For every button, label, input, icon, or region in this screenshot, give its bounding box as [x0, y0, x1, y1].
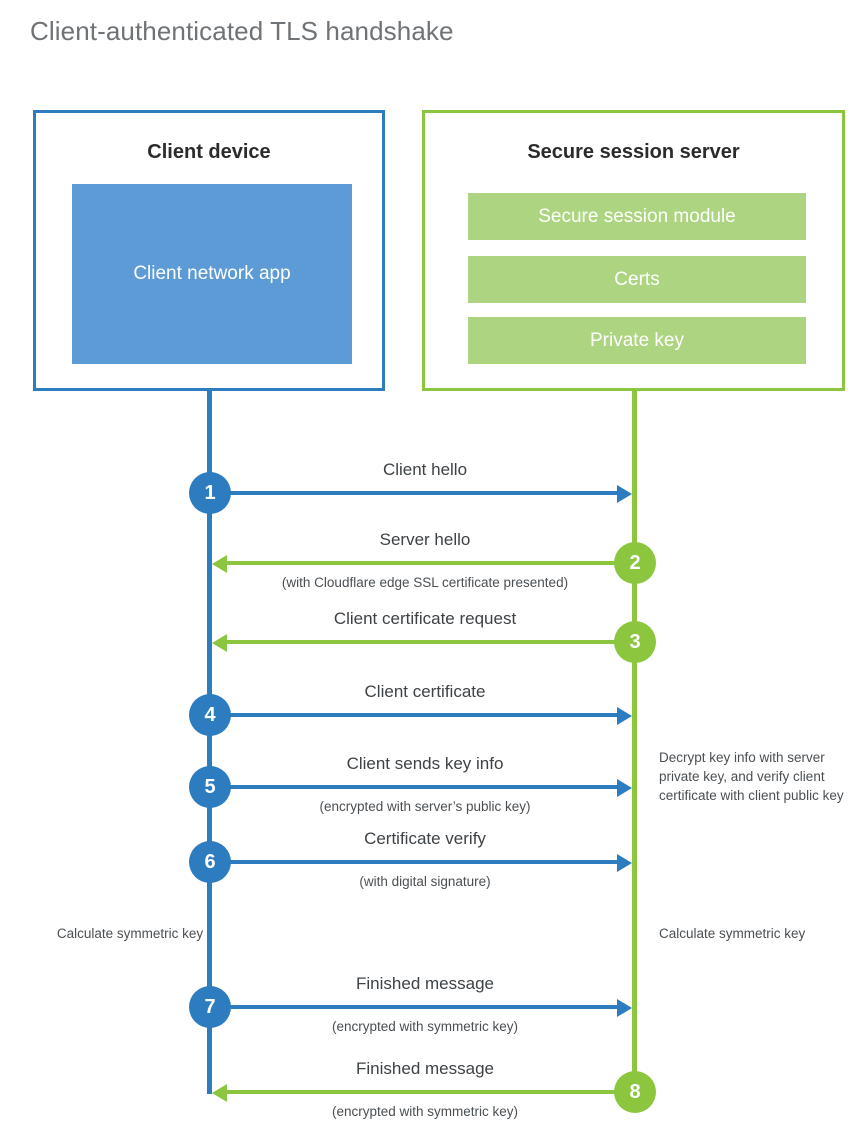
arrow-head-3 — [212, 634, 227, 652]
arrow-head-1 — [617, 485, 632, 503]
step-badge-4[interactable]: 4 — [189, 694, 231, 736]
secure-session-server-box: Secure session server Secure session mod… — [422, 110, 845, 391]
arrow-head-7 — [617, 999, 632, 1017]
message-sublabel-6: (with digital signature) — [359, 874, 491, 889]
server-decrypt-annotation: Decrypt key info with server private key… — [659, 750, 844, 804]
message-label-4: Client certificate — [364, 682, 486, 701]
arrow-line-6 — [210, 860, 617, 864]
message-sublabel-7: (encrypted with symmetric key) — [331, 1019, 519, 1034]
arrow-head-6 — [617, 854, 632, 872]
arrow-line-3 — [227, 640, 634, 644]
client-calculate-symmetric-key-note: Calculate symmetric key — [56, 926, 204, 941]
server-block-secure-session-module: Secure session module — [468, 193, 806, 240]
message-label-7: Finished message — [356, 974, 494, 993]
arrow-line-1 — [210, 491, 617, 495]
arrow-line-8 — [227, 1090, 634, 1094]
server-lifeline — [632, 391, 637, 1092]
step-badge-3[interactable]: 3 — [614, 621, 656, 663]
arrow-line-7 — [210, 1005, 617, 1009]
server-block-private-key: Private key — [468, 317, 806, 364]
client-device-title: Client device — [147, 141, 271, 163]
message-sublabel-2: (with Cloudflare edge SSL certificate pr… — [281, 575, 569, 590]
message-label-8: Finished message — [356, 1059, 494, 1078]
step-badge-8[interactable]: 8 — [614, 1071, 656, 1113]
step-badge-7[interactable]: 7 — [189, 986, 231, 1028]
message-label-5: Client sends key info — [346, 754, 504, 773]
arrow-line-4 — [210, 713, 617, 717]
arrow-head-2 — [212, 555, 227, 573]
step-badge-6[interactable]: 6 — [189, 841, 231, 883]
server-calculate-symmetric-key-note: Calculate symmetric key — [659, 926, 806, 941]
message-label-2: Server hello — [379, 530, 471, 549]
arrow-head-5 — [617, 779, 632, 797]
message-label-1: Client hello — [382, 460, 468, 479]
arrow-line-5 — [210, 785, 617, 789]
arrow-line-2 — [227, 561, 634, 565]
arrow-head-4 — [617, 707, 632, 725]
client-device-box: Client device Client network app — [33, 110, 385, 391]
message-label-3: Client certificate request — [333, 609, 517, 628]
client-network-app-block: Client network app — [72, 184, 352, 364]
step-badge-1[interactable]: 1 — [189, 472, 231, 514]
server-block-certs: Certs — [468, 256, 806, 303]
client-lifeline — [207, 391, 212, 1094]
arrow-head-8 — [212, 1084, 227, 1102]
message-label-6: Certificate verify — [364, 829, 486, 848]
secure-session-server-title: Secure session server — [527, 141, 740, 163]
page-title: Client-authenticated TLS handshake — [30, 16, 454, 46]
step-badge-5[interactable]: 5 — [189, 766, 231, 808]
message-sublabel-8: (encrypted with symmetric key) — [331, 1104, 519, 1119]
message-sublabel-5: (encrypted with server’s public key) — [319, 799, 531, 814]
step-badge-2[interactable]: 2 — [614, 542, 656, 584]
